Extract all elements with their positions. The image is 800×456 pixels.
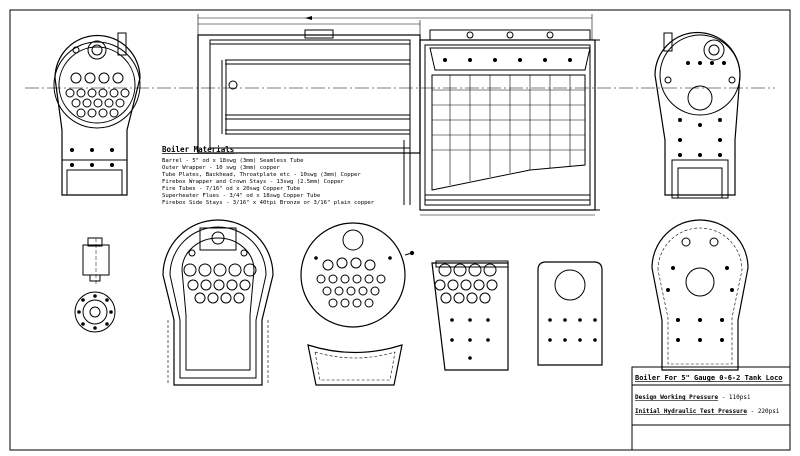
materials-line: Superheater Flues - 3/4" od x 18swg Copp… [162, 193, 321, 199]
materials-line: Barrel - 5" od x 18swg (3mm) Seamless Tu… [162, 158, 304, 164]
drawing-title: Boiler For 5" Gauge 0-6-2 Tank Loco [635, 374, 783, 382]
title-block: Boiler For 5" Gauge 0-6-2 Tank Loco Desi… [631, 366, 791, 451]
firebox-section-view [162, 219, 274, 386]
materials-line: Outer Wrapper - 10 swg (3mm) copper [162, 165, 281, 171]
tube-plate-view [300, 222, 415, 328]
svg-text:Design Working Pressure - 110p: Design Working Pressure - 110psi [635, 394, 751, 401]
backhead-view [651, 219, 749, 371]
materials-line: Fire Tubes - 7/16" od x 20swg Copper Tub… [162, 186, 301, 192]
working-pressure-label: Design Working Pressure [635, 394, 718, 401]
longitudinal-section-view [197, 14, 600, 216]
rear-elevation-view [654, 31, 741, 199]
dome-bush-detail [82, 237, 110, 286]
sheet-border [9, 9, 791, 451]
firehole-plate-view [537, 261, 603, 366]
test-pressure-label: Initial Hydraulic Test Pressure [635, 408, 747, 415]
materials-line: Firebox Wrapper and Crown Stays - 13swg … [162, 179, 344, 185]
svg-text:Initial Hydraulic Test Pressur: Initial Hydraulic Test Pressure - 220psi [635, 408, 780, 415]
firebox-tubeplate-view [431, 260, 509, 371]
materials-line: Tube Plates, Backhead, Throatplate etc -… [162, 172, 361, 178]
front-elevation-view [53, 32, 141, 196]
working-pressure-value: - 110psi [718, 394, 751, 401]
test-pressure-value: - 220psi [747, 408, 780, 415]
materials-title: Boiler Materials [162, 145, 234, 154]
flange-detail [74, 291, 116, 333]
throatplate-view [307, 344, 403, 386]
materials-line: Firebox Side Stays - 3/16" x 40tpi Bronz… [162, 200, 375, 206]
materials-note: Boiler Materials Barrel - 5" od x 18swg … [162, 145, 375, 206]
